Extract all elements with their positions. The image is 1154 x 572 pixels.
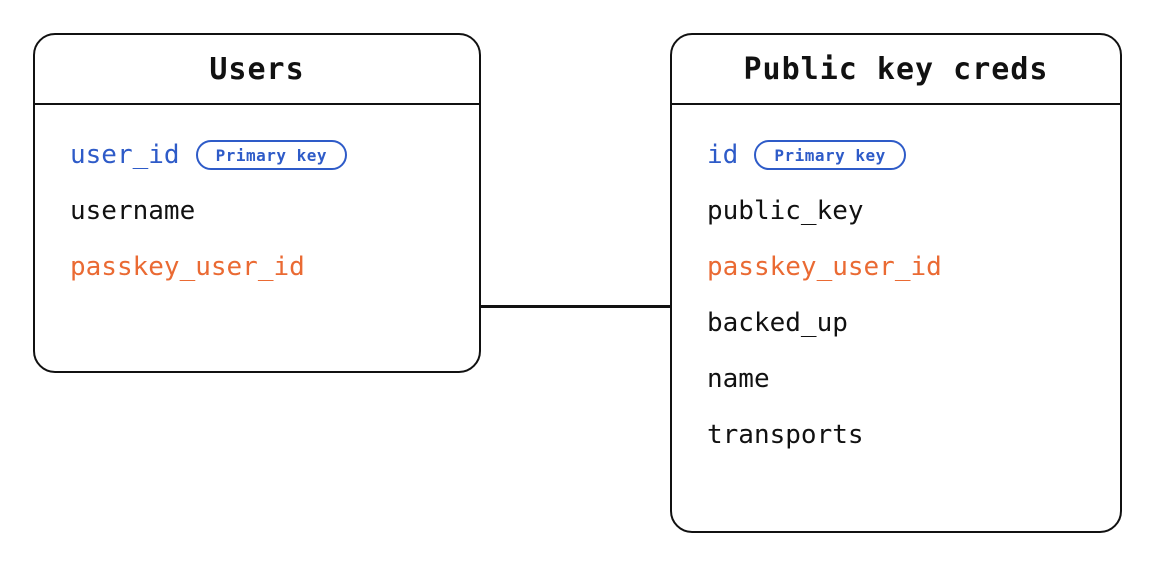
field-name: user_id	[70, 140, 180, 170]
entity-header-public-key-creds: Public key creds	[672, 35, 1120, 105]
primary-key-badge: Primary key	[754, 140, 906, 170]
field-row[interactable]: public_key	[707, 183, 1094, 239]
field-row[interactable]: id Primary key	[707, 127, 1094, 183]
entity-title: Public key creds	[743, 51, 1049, 87]
field-row[interactable]: username	[70, 183, 453, 239]
relationship-connector-users-to-public-key-creds	[481, 305, 670, 308]
field-name: username	[70, 196, 196, 226]
field-name: passkey_user_id	[70, 252, 305, 282]
field-name: backed_up	[707, 308, 848, 338]
field-row[interactable]: passkey_user_id	[70, 239, 453, 295]
field-name: passkey_user_id	[707, 252, 942, 282]
field-row[interactable]: user_id Primary key	[70, 127, 453, 183]
field-row[interactable]: backed_up	[707, 295, 1094, 351]
entity-title: Users	[209, 51, 305, 87]
entity-table-users[interactable]: Users user_id Primary key username passkey_u…	[33, 33, 481, 373]
primary-key-badge: Primary key	[195, 140, 348, 170]
field-name: transports	[707, 420, 864, 450]
field-name: public_key	[707, 196, 864, 226]
field-row[interactable]: transports	[707, 407, 1094, 463]
entity-field-list: user_id Primary key username passkey_user_i…	[35, 105, 479, 295]
field-row[interactable]: passkey_user_id	[707, 239, 1094, 295]
field-name: name	[707, 364, 770, 394]
field-row[interactable]: name	[707, 351, 1094, 407]
entity-header-users: Users	[35, 35, 479, 105]
field-name: id	[707, 140, 739, 170]
